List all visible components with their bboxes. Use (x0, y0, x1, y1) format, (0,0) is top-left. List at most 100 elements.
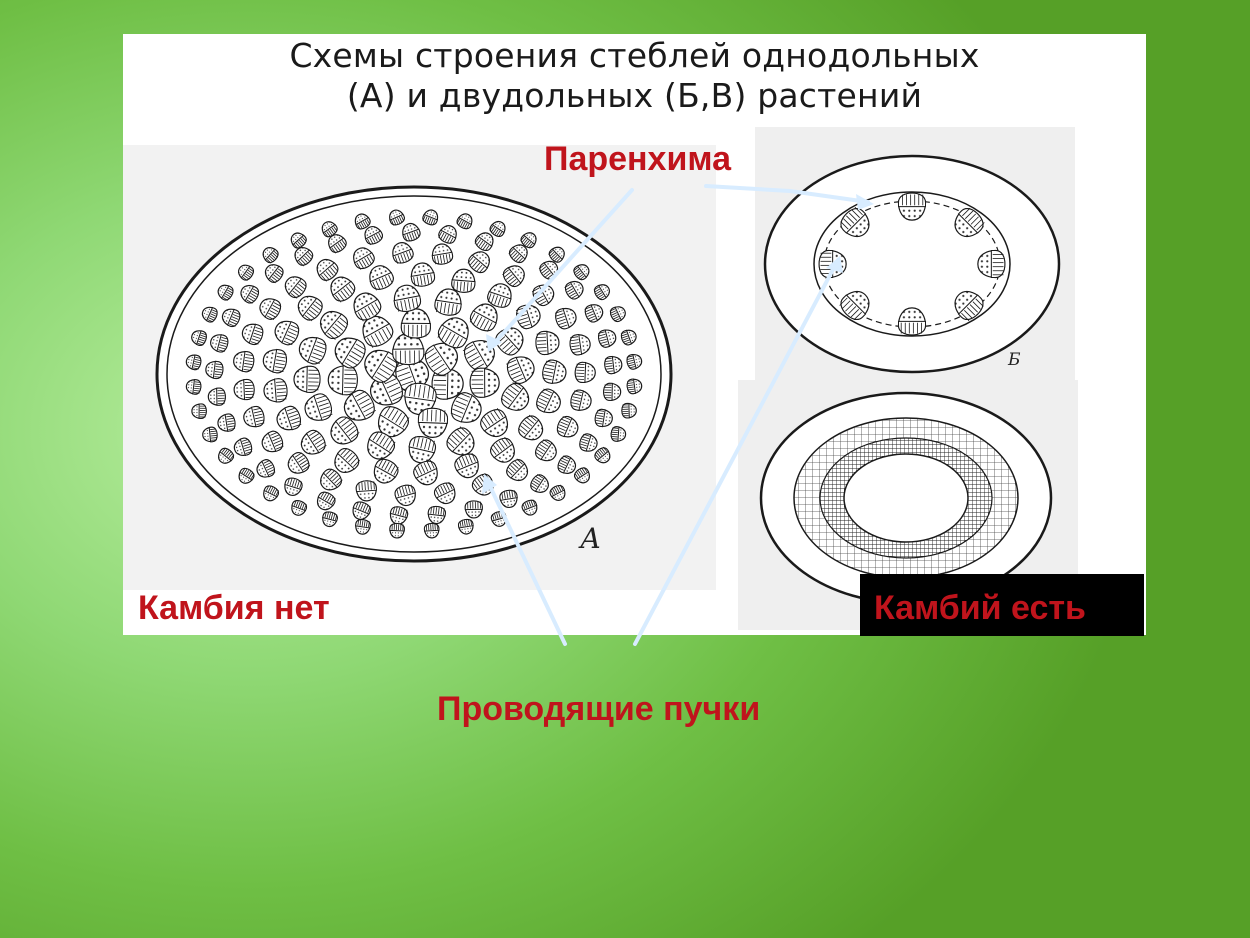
vascular-bundle (284, 276, 307, 299)
vascular-bundle (549, 484, 566, 501)
vascular-bundle (237, 264, 255, 281)
vascular-bundle (469, 303, 498, 332)
vascular-bundle (548, 246, 565, 263)
vascular-bundle (467, 251, 490, 274)
vascular-bundle (389, 209, 405, 226)
vascular-bundle (431, 243, 454, 265)
vascular-bundle (506, 356, 535, 384)
bundle-pointer-a (485, 478, 567, 646)
vascular-bundle (446, 426, 475, 456)
vascular-bundle (423, 342, 458, 376)
vascular-bundle (542, 359, 567, 385)
vascular-bundle (462, 339, 495, 371)
vascular-bundle (263, 485, 280, 502)
vascular-bundle (320, 468, 343, 491)
vascular-bundle (593, 284, 611, 301)
vascular-bundle (535, 388, 561, 414)
vascular-bundle (353, 292, 382, 322)
no-cambium-label: Камбия нет (138, 589, 330, 627)
dicot-vascular-bundles (818, 192, 1006, 336)
vascular-bundle (201, 306, 218, 323)
vascular-bundle (241, 323, 264, 346)
vascular-bundle (294, 246, 314, 267)
vascular-bundle (185, 379, 202, 395)
vascular-bundle (304, 393, 333, 421)
vascular-bundle (402, 222, 421, 242)
vascular-bundle (530, 474, 549, 493)
vascular-bundle (233, 378, 255, 401)
vascular-bundle (610, 426, 627, 442)
title-line-1: Схемы строения стеблей однодольных (289, 36, 980, 75)
vascular-bundle (355, 519, 371, 535)
vascular-bundle (327, 365, 358, 396)
vascular-bundle (389, 506, 409, 525)
vascular-bundle (584, 304, 604, 323)
vascular-bundle (243, 405, 265, 428)
vascular-bundle (508, 244, 528, 264)
vascular-bundle (394, 484, 416, 507)
vascular-bundle (450, 392, 482, 423)
vascular-bundle (352, 501, 371, 520)
vascular-bundle (626, 353, 643, 370)
vascular-bundle (594, 408, 613, 428)
vascular-bundle (261, 430, 284, 453)
vascular-bundle (454, 452, 479, 479)
vascular-bundle (316, 491, 336, 511)
vascular-bundle (434, 288, 462, 316)
vascular-bundle (897, 307, 927, 336)
vascular-bundle (502, 265, 525, 288)
vascular-bundle (574, 466, 591, 484)
vascular-bundle (423, 522, 440, 539)
vascular-bundle (262, 348, 287, 374)
vascular-bundle (438, 225, 457, 244)
vascular-bundle (609, 306, 626, 323)
vascular-bundle (518, 414, 544, 441)
dicot-stem-diagram-c (759, 391, 1053, 605)
vascular-bundle (520, 232, 537, 249)
figure-letter-a: А (580, 522, 602, 555)
vascular-bundle (521, 499, 538, 516)
vascular-bundle (389, 522, 405, 539)
vascular-bundle (233, 350, 255, 373)
vascular-bundle (330, 416, 360, 445)
vascular-bundle (284, 477, 303, 497)
vascular-bundle (221, 308, 241, 328)
bundle-pointer-b (633, 258, 840, 646)
pith (843, 453, 969, 543)
vascular-bundle (205, 360, 224, 380)
vascular-bundle (263, 378, 288, 403)
vascular-bundle (392, 242, 414, 264)
has-cambium-label: Камбий есть (874, 589, 1086, 627)
vascular-bundle (328, 234, 347, 254)
vascular-bundle (427, 505, 446, 525)
vascular-bundle (373, 458, 399, 484)
vascular-bundle (202, 426, 218, 443)
vascular-bundle (557, 455, 577, 474)
bundle-arrowhead-a (482, 474, 497, 494)
parenchyma-pointer-b (704, 184, 870, 204)
vascular-bundle (417, 407, 449, 438)
bundle-arrowhead-b (826, 256, 843, 273)
vascular-bundle (469, 367, 500, 398)
vascular-bundle (297, 295, 323, 322)
vascular-bundle (977, 249, 1006, 279)
vascular-bundle (321, 221, 338, 238)
vascular-bundles-label: Проводящие пучки (437, 690, 761, 728)
vascular-bundle (259, 298, 282, 320)
slide-title: Схемы строения стеблей однодольных (А) и… (123, 36, 1146, 116)
vascular-bundle (369, 265, 394, 291)
vascular-bundle (274, 320, 300, 346)
parenchyma-arrowhead-a (486, 334, 502, 352)
vascular-bundle (233, 437, 253, 457)
vascular-bundle (334, 337, 367, 369)
vascular-bundle (954, 290, 984, 322)
vascular-bundle (480, 407, 509, 438)
monocot-stem-diagram (155, 185, 673, 563)
vascular-bundle (287, 451, 311, 474)
vascular-bundle (262, 247, 279, 264)
pointer-arrowheads (482, 194, 874, 494)
vascular-bundle (191, 330, 207, 346)
parenchyma-label: Паренхима (544, 140, 731, 178)
vascular-bundle (355, 480, 377, 502)
vascular-bundle (364, 349, 398, 384)
